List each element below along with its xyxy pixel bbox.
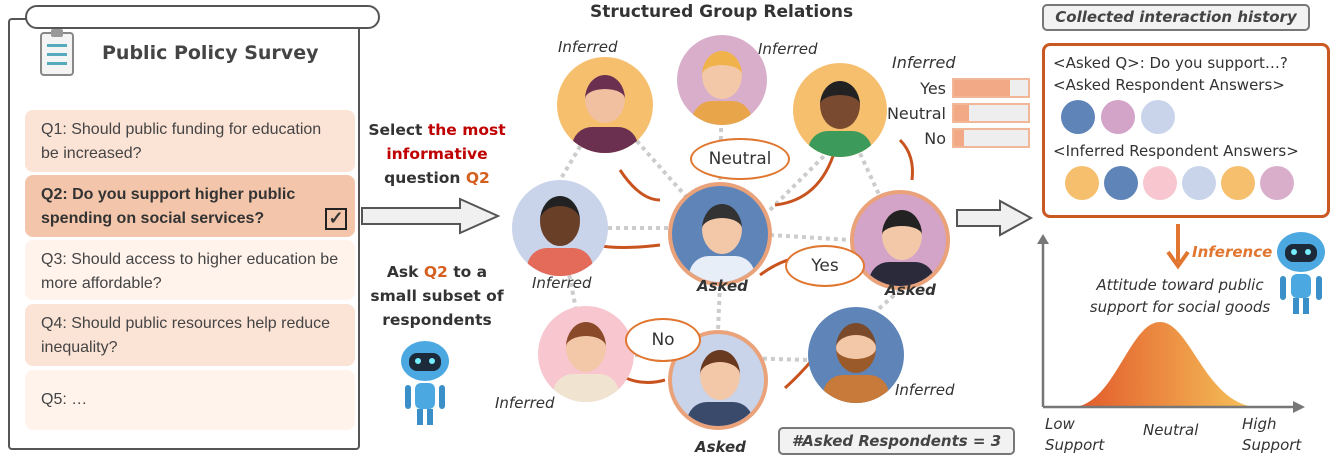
dist-bar-neutral <box>952 103 1030 123</box>
respondent-node-inferred[interactable] <box>677 35 767 125</box>
respondent-node-inferred[interactable] <box>793 63 887 157</box>
history-title: Collected interaction history <box>1042 4 1310 31</box>
dist-fill <box>954 130 964 146</box>
question-q1[interactable]: Q1: Should public funding for education … <box>25 110 355 172</box>
question-text: Q1: Should public funding for education … <box>41 121 322 162</box>
dist-bar-yes <box>952 78 1030 98</box>
question-q3[interactable]: Q3: Should access to higher education be… <box>25 240 355 300</box>
ask-question-text: Ask Q2 to a small subset of respondents <box>370 263 504 329</box>
history-question: <Asked Q>: Do you support…? <box>1053 54 1288 72</box>
clipboard-icon <box>40 29 74 76</box>
right-arrow-icon <box>956 199 1034 237</box>
node-label: Inferred <box>558 38 618 56</box>
node-label: Inferred <box>532 274 592 292</box>
respondent-node-inferred[interactable] <box>557 57 653 153</box>
question-text: Q2: Do you support higher public spendin… <box>41 186 296 227</box>
x-label-neutral: Neutral <box>1143 421 1199 439</box>
attitude-chart-title: Attitude toward public support for socia… <box>1089 276 1271 316</box>
inferred-avatars <box>1065 166 1307 200</box>
avatar <box>1260 166 1294 200</box>
graph-title: Structured Group Relations <box>590 2 854 22</box>
answer-bubble-neutral: Neutral <box>690 138 790 180</box>
avatar <box>1061 100 1095 134</box>
robot-icon <box>1277 232 1325 314</box>
node-label: Inferred <box>758 40 818 58</box>
inference-label: Inference <box>1192 243 1273 261</box>
dist-label-no: No <box>924 129 946 148</box>
question-q4[interactable]: Q4: Should public resources help reduce … <box>25 304 355 366</box>
attitude-distribution-curve <box>1037 234 1305 413</box>
respondent-node-inferred[interactable] <box>512 180 608 276</box>
node-label: Inferred <box>895 381 955 399</box>
avatar <box>1143 166 1177 200</box>
question-q5[interactable]: Q5: … <box>25 370 355 430</box>
survey-title: Public Policy Survey <box>102 42 319 64</box>
robot-icon <box>401 341 449 425</box>
respondent-node-inferred[interactable] <box>808 307 904 403</box>
respondent-node-asked[interactable] <box>668 182 772 286</box>
right-arrow-icon <box>361 197 501 235</box>
node-label: Asked <box>697 277 748 295</box>
asked-count-box: #Asked Respondents = 3 <box>778 427 1015 455</box>
question-text: Q3: Should access to higher education be… <box>41 251 339 292</box>
select-question-text: Select the most informative question Q2 <box>368 121 506 187</box>
down-arrow-icon <box>1166 224 1190 270</box>
node-label: Inferred <box>495 394 555 412</box>
asked-avatars <box>1061 100 1311 134</box>
avatar <box>1141 100 1175 134</box>
respondent-node-asked[interactable] <box>668 330 768 430</box>
x-label-low: Low Support <box>1045 415 1105 454</box>
avatar <box>1182 166 1216 200</box>
dist-label-neutral: Neutral <box>886 104 946 123</box>
respondent-node-inferred[interactable] <box>538 306 634 402</box>
avatar <box>1104 166 1138 200</box>
answer-bubble-yes: Yes <box>785 245 865 287</box>
checkbox-checked-icon[interactable]: ✓ <box>325 208 347 230</box>
avatar <box>1101 100 1135 134</box>
dist-fill <box>954 105 969 121</box>
question-q2[interactable]: Q2: Do you support higher public spendin… <box>25 175 355 237</box>
answer-bubble-no: No <box>625 318 701 362</box>
node-label: Asked <box>885 281 936 299</box>
dist-bar-no <box>952 128 1030 148</box>
x-label-high: High Support <box>1242 415 1302 454</box>
history-inferred-label: <Inferred Respondent Answers> <box>1053 142 1299 160</box>
history-box: <Asked Q>: Do you support…? <Asked Respo… <box>1042 43 1330 218</box>
dist-fill <box>954 80 1010 96</box>
question-text: Q4: Should public resources help reduce … <box>41 315 331 356</box>
history-asked-label: <Asked Respondent Answers> <box>1053 76 1285 94</box>
avatar <box>1221 166 1255 200</box>
distribution-area <box>1075 322 1255 407</box>
dist-label-yes: Yes <box>920 79 946 98</box>
respondent-node-asked[interactable] <box>850 190 950 290</box>
avatar <box>1065 166 1099 200</box>
question-text: Q5: … <box>41 391 88 408</box>
inferred-dist-label: Inferred <box>892 53 956 72</box>
scroll-roll <box>25 5 380 29</box>
node-label: Asked <box>695 438 746 456</box>
